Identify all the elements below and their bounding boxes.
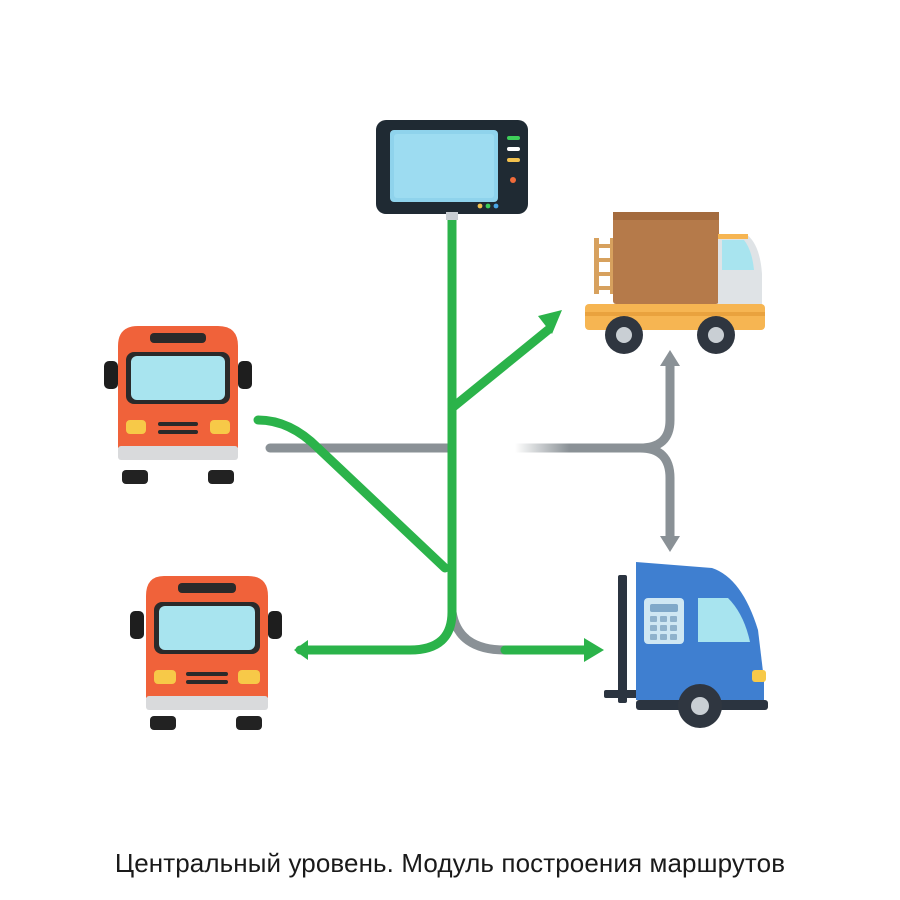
arrowheads bbox=[294, 310, 680, 662]
terminal-icon bbox=[376, 120, 528, 220]
arrow-gray-down-icon bbox=[660, 536, 680, 552]
bus-bottom-icon bbox=[130, 576, 282, 730]
green-route-to-cargo bbox=[447, 325, 553, 413]
arrow-green-cargo-icon bbox=[538, 310, 562, 334]
bus-top-icon bbox=[104, 326, 252, 484]
green-route-trunk bbox=[295, 215, 457, 655]
gray-route-right-down bbox=[635, 443, 675, 545]
arrow-gray-up-icon bbox=[660, 350, 680, 366]
green-route-top-bus bbox=[253, 415, 450, 573]
arrow-green-blue-truck-icon bbox=[584, 638, 604, 662]
gray-route-bottom bbox=[447, 607, 510, 655]
gray-route-right bbox=[510, 360, 675, 453]
arrow-green-left-icon bbox=[294, 640, 308, 660]
cargo-truck-icon bbox=[585, 212, 765, 354]
routes bbox=[253, 215, 675, 655]
diagram-caption: Центральный уровень. Модуль построения м… bbox=[114, 848, 786, 878]
delivery-truck-icon bbox=[604, 562, 768, 728]
